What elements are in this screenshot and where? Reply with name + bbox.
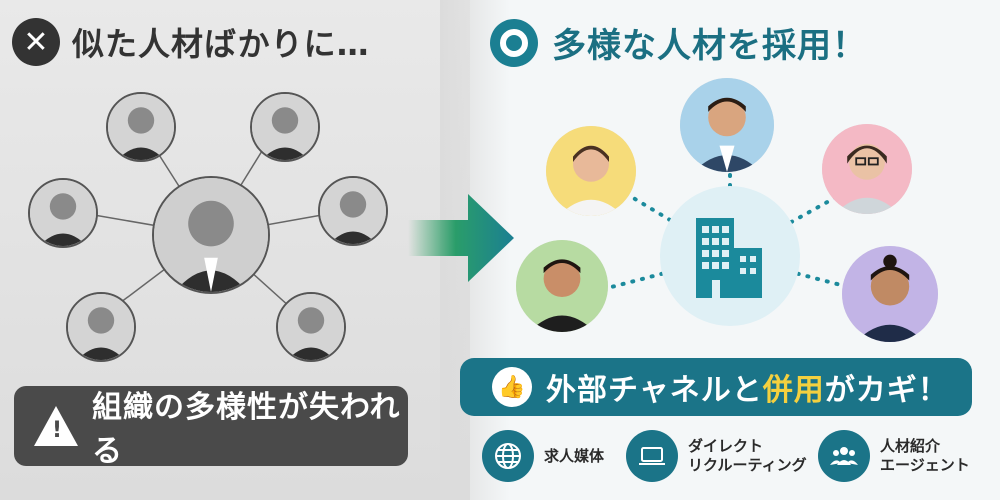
avatar-pink bbox=[822, 124, 912, 214]
channel-agent: 人材紹介エージェント bbox=[818, 430, 970, 482]
avatar-green bbox=[516, 240, 608, 332]
right-heading: 多様な人材を採用！ bbox=[490, 18, 867, 67]
warning-icon: ! bbox=[34, 406, 78, 446]
avatar-yellow bbox=[546, 126, 636, 216]
avatar-top-left bbox=[106, 92, 176, 162]
channel-label-line: エージェント bbox=[880, 456, 970, 474]
avatar-bottom-right bbox=[276, 292, 346, 362]
circle-check-icon bbox=[490, 18, 538, 67]
avatar-mid-right bbox=[318, 176, 388, 246]
key-text-prefix: 外部チャネルと bbox=[546, 373, 763, 408]
key-text: 外部チャネルと併用がカギ！ bbox=[546, 365, 949, 409]
thumbs-up-icon: 👍 bbox=[492, 367, 532, 407]
people-icon bbox=[818, 430, 870, 482]
left-heading: ✕ 似た人材ばかりに… bbox=[12, 18, 370, 66]
warning-text: 組織の多様性が失われる bbox=[92, 390, 401, 469]
channel-label-line: ダイレクト bbox=[688, 437, 764, 456]
arrow-right-icon bbox=[408, 194, 514, 282]
right-heading-text: 多様な人材を採用！ bbox=[552, 26, 867, 66]
avatar-mid-left bbox=[28, 178, 98, 248]
avatar-center bbox=[152, 176, 270, 294]
avatar-top-right bbox=[250, 92, 320, 162]
channel-direct-recruiting: ダイレクトリクルーティング bbox=[626, 430, 807, 482]
avatar-bottom-left bbox=[66, 292, 136, 362]
channel-label-line: 求人媒体 bbox=[544, 446, 605, 465]
channel-label-agent: 人材紹介エージェント bbox=[880, 437, 970, 475]
channel-label-line: リクルーティング bbox=[688, 456, 807, 474]
left-heading-text: 似た人材ばかりに… bbox=[72, 25, 370, 63]
key-text-suffix: がカギ！ bbox=[824, 373, 949, 408]
avatar-blue bbox=[680, 78, 774, 172]
key-text-highlight: 併用 bbox=[762, 373, 825, 408]
channel-label-line: 人材紹介 bbox=[880, 437, 941, 456]
warning-banner: ! 組織の多様性が失われる bbox=[14, 386, 408, 469]
globe-icon bbox=[482, 430, 534, 482]
avatar-purple bbox=[842, 246, 938, 342]
laptop-icon bbox=[626, 430, 678, 482]
building-icon bbox=[696, 218, 762, 298]
cross-icon: ✕ bbox=[12, 18, 60, 66]
channel-label-job-media: 求人媒体 bbox=[544, 447, 604, 466]
key-banner: 👍 外部チャネルと併用がカギ！ bbox=[460, 358, 972, 416]
channel-label-direct: ダイレクトリクルーティング bbox=[688, 437, 807, 475]
channel-job-media: 求人媒体 bbox=[482, 430, 604, 482]
